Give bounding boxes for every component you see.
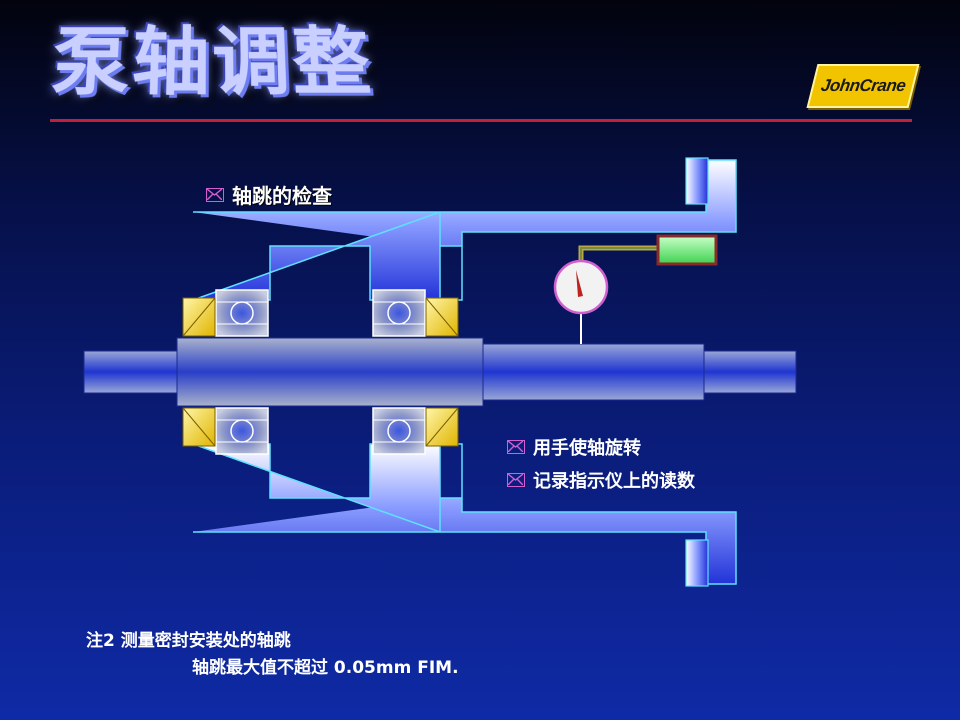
step-label: 用手使轴旋转 xyxy=(533,438,641,459)
dial-indicator xyxy=(553,234,718,344)
bearing-upper-left xyxy=(215,289,269,337)
bearing-lower-right xyxy=(372,407,426,455)
title-divider xyxy=(50,119,912,122)
indicator-mount xyxy=(656,234,718,266)
note-line-1: 注2 测量密封安装处的轴跳 xyxy=(86,631,291,651)
dial-needle xyxy=(576,270,583,297)
check-heading: 轴跳的检查 xyxy=(206,180,332,209)
envelope-bullet-icon xyxy=(206,187,224,202)
spacer-lower-right xyxy=(425,407,459,447)
envelope-bullet-icon xyxy=(507,473,525,487)
bearing-upper-right xyxy=(372,289,426,337)
shaft-mid-section xyxy=(482,343,705,401)
step-label: 记录指示仪上的读数 xyxy=(533,471,695,492)
spacer-upper-left xyxy=(182,297,216,337)
shaft-end xyxy=(703,350,797,394)
bearing-lower-left xyxy=(215,407,269,455)
lower-housing xyxy=(192,443,737,587)
dial-face xyxy=(553,259,609,315)
spacer-lower-left xyxy=(182,407,216,447)
step-rotate-shaft: 用手使轴旋转 xyxy=(507,434,641,460)
spacer-upper-right xyxy=(425,297,459,337)
check-heading-label: 轴跳的检查 xyxy=(232,184,332,208)
envelope-bullet-icon xyxy=(507,440,525,454)
step-record-reading: 记录指示仪上的读数 xyxy=(507,467,695,493)
shaft-sleeve xyxy=(176,337,484,407)
note-line-2: 轴跳最大值不超过 0.05mm FIM. xyxy=(192,658,459,678)
